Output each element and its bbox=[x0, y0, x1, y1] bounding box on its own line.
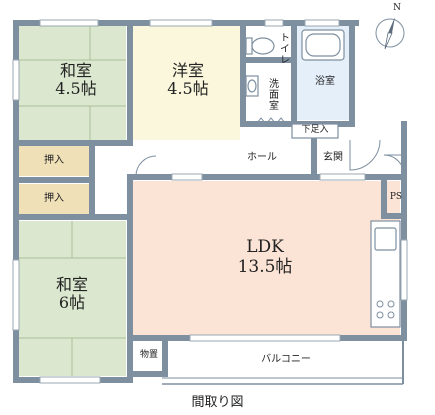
ldk-size: 13.5帖 bbox=[237, 256, 293, 277]
washing-machine-pan bbox=[255, 117, 287, 125]
youshitsu-size: 4.5帖 bbox=[167, 79, 209, 99]
washbasin bbox=[245, 75, 259, 97]
closet-2-label: 押入 bbox=[44, 193, 64, 204]
kitchen-counter bbox=[370, 220, 401, 328]
toilet-fixture bbox=[245, 37, 275, 55]
washroom-label: 洗面室 bbox=[266, 78, 278, 111]
washitsu-north-label: 和室 4.5帖 bbox=[40, 61, 112, 99]
stove-burners bbox=[376, 300, 395, 319]
entrance-label: 玄関 bbox=[323, 152, 343, 163]
tatami-lines bbox=[19, 26, 126, 376]
ldk-floor bbox=[133, 181, 400, 335]
floor-plan-drawing bbox=[12, 17, 408, 385]
compass-icon bbox=[375, 17, 405, 50]
ps-label: PS bbox=[389, 192, 403, 202]
toilet-label: トイレ bbox=[277, 32, 289, 65]
doors bbox=[135, 139, 405, 177]
washitsu-north-name: 和室 bbox=[59, 61, 92, 80]
youshitsu-label: 洋室 4.5帖 bbox=[152, 61, 224, 99]
closet-1-label: 押入 bbox=[44, 155, 64, 166]
youshitsu-floor bbox=[133, 26, 240, 140]
bath-label: 浴室 bbox=[315, 76, 335, 87]
ldk-name: LDK bbox=[246, 237, 284, 257]
balcony-label: バルコニー bbox=[261, 354, 311, 365]
shoe-storage-label: 下足入 bbox=[301, 125, 329, 135]
compass-north-label: N bbox=[393, 3, 401, 13]
plan-caption: 間取り図 bbox=[191, 395, 244, 410]
washitsu-north-size: 4.5帖 bbox=[55, 79, 97, 99]
washitsu-south-label: 和室 6帖 bbox=[36, 275, 108, 313]
washitsu-south-size: 6帖 bbox=[58, 293, 86, 313]
storage-label: 物置 bbox=[139, 350, 158, 360]
shoe-storage-box bbox=[291, 123, 339, 139]
hall-label: ホール bbox=[247, 152, 277, 163]
youshitsu-name: 洋室 bbox=[171, 61, 204, 80]
closet-2-floor bbox=[19, 184, 89, 214]
washitsu-north-floor bbox=[19, 26, 126, 140]
ldk-label: LDK 13.5帖 bbox=[210, 237, 320, 277]
windows bbox=[12, 19, 408, 384]
closet-1-floor bbox=[19, 146, 89, 176]
washitsu-south-name: 和室 bbox=[55, 275, 88, 294]
bathtub bbox=[301, 29, 345, 61]
storage-floor bbox=[135, 342, 162, 370]
